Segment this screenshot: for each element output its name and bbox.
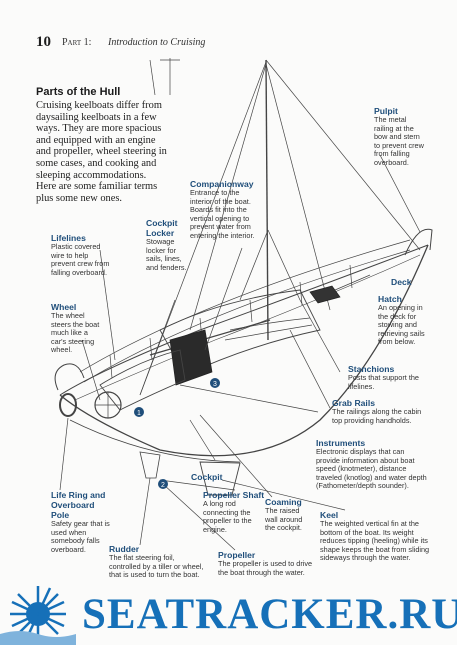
- instruments-title: Instruments: [316, 438, 366, 448]
- marker-3-label: 3: [213, 381, 217, 388]
- keel-title: Keel: [320, 510, 339, 520]
- part-label: Part 1:: [62, 37, 92, 48]
- intro-line: ways. They are more spacious: [36, 123, 162, 135]
- grab-rails-title: Grab Rails: [332, 398, 375, 408]
- intro-line: daysailing keelboats in a few: [36, 111, 157, 123]
- marker-2-label: 2: [161, 482, 165, 489]
- marker-2: [158, 479, 168, 489]
- intro-line: and equipped with an engine: [36, 134, 156, 146]
- section-title: Parts of the Hull: [36, 86, 121, 98]
- pulpit-title: Pulpit: [374, 106, 398, 116]
- coaming-title: Coaming: [265, 497, 302, 507]
- label-cockpit: Cockpit: [191, 472, 223, 482]
- companionway-title: Companionway: [190, 179, 254, 189]
- propeller-title: Propeller: [218, 550, 256, 560]
- watermark-logo-icon: [0, 586, 76, 645]
- label-instruments: Instruments Electronic displays that can…: [316, 438, 427, 491]
- chapter-title: Introduction to Cruising: [108, 37, 206, 48]
- cockpit-title: Cockpit: [191, 472, 223, 482]
- intro-paragraph: Cruising keelboats differ from daysailin…: [36, 100, 206, 204]
- intro-line: and propeller, wheel steering in: [36, 146, 167, 158]
- label-rudder: Rudder The flat steering foil,controlled…: [109, 544, 204, 580]
- rudder-description: The flat steering foil,controlled by a t…: [109, 553, 204, 580]
- stanchions-title: Stanchions: [348, 364, 395, 374]
- lifelines-title: Lifelines: [51, 233, 86, 243]
- deck-title: Deck: [391, 277, 412, 287]
- rudder-title: Rudder: [109, 544, 140, 554]
- intro-line: Here are some familiar terms: [36, 181, 158, 193]
- intro-line: sleeping accommodations.: [36, 169, 147, 181]
- intro-line: Cruising keelboats differ from: [36, 100, 162, 111]
- label-propeller: Propeller The propeller is used to drive…: [218, 550, 312, 577]
- marker-1: [134, 407, 144, 417]
- page-number: 10: [36, 34, 51, 50]
- wheel-title: Wheel: [51, 302, 77, 312]
- hatch-title: Hatch: [378, 294, 402, 304]
- intro-line: some cases, and cooking and: [36, 157, 157, 169]
- watermark-text: SEATRACKER.RU: [82, 591, 457, 638]
- intro-line: plus some new ones.: [36, 192, 123, 204]
- label-deck: Deck: [391, 277, 412, 287]
- marker-1-label: 1: [137, 410, 141, 417]
- marker-3: [210, 378, 220, 388]
- callout-markers: 1 2 3: [134, 378, 220, 489]
- propeller-shaft-title: Propeller Shaft: [203, 490, 265, 500]
